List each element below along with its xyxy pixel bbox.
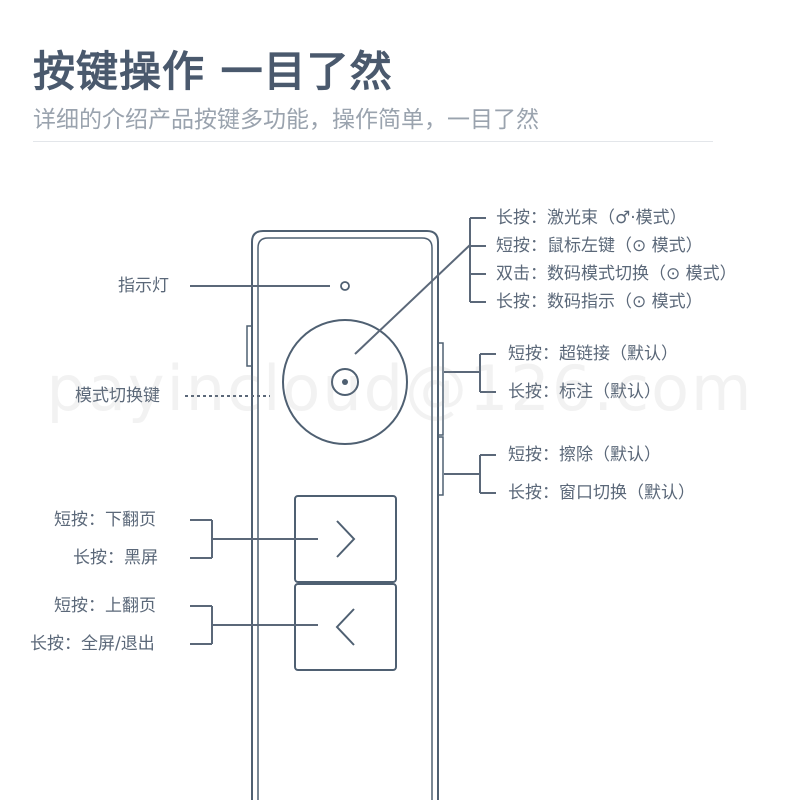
indicator-light <box>340 281 350 291</box>
side-button-upper <box>437 342 444 436</box>
prev-page-button <box>294 583 397 671</box>
label-center-double-switch: 双击：数码模式切换（⊙ 模式） <box>496 264 737 284</box>
remote-body-inner <box>257 237 433 800</box>
remote-body-outer <box>251 230 439 800</box>
label-indicator: 指示灯 <box>118 276 169 296</box>
chevron-right-icon <box>336 520 356 558</box>
label-side-upper-long: 长按：标注（默认） <box>508 382 661 402</box>
center-dial <box>282 319 408 445</box>
label-next-short: 短按：下翻页 <box>54 510 156 530</box>
label-mode-switch: 模式切换键 <box>75 386 160 406</box>
watermark: payincloud@126.com <box>46 352 754 425</box>
side-button-lower <box>437 436 444 496</box>
chevron-left-icon <box>335 608 355 646</box>
divider <box>33 141 713 142</box>
label-next-long: 长按：黑屏 <box>73 548 158 568</box>
label-prev-short: 短按：上翻页 <box>54 596 156 616</box>
side-bump-left <box>246 325 253 367</box>
center-button <box>331 368 359 396</box>
label-center-long-digital: 长按：数码指示（⊙ 模式） <box>496 292 703 312</box>
label-side-lower-short: 短按：擦除（默认） <box>508 445 661 465</box>
page-subtitle: 详细的介绍产品按键多功能，操作简单，一目了然 <box>33 107 539 133</box>
label-side-lower-long: 长按：窗口切换（默认） <box>508 483 695 503</box>
label-side-upper-short: 短按：超链接（默认） <box>508 344 678 364</box>
label-prev-long: 长按：全屏/退出 <box>30 634 155 654</box>
label-center-long-laser: 长按：激光束（♂·模式） <box>496 208 687 228</box>
label-center-short-click: 短按：鼠标左键（⊙ 模式） <box>496 236 703 256</box>
page-title: 按键操作 一目了然 <box>33 47 393 96</box>
